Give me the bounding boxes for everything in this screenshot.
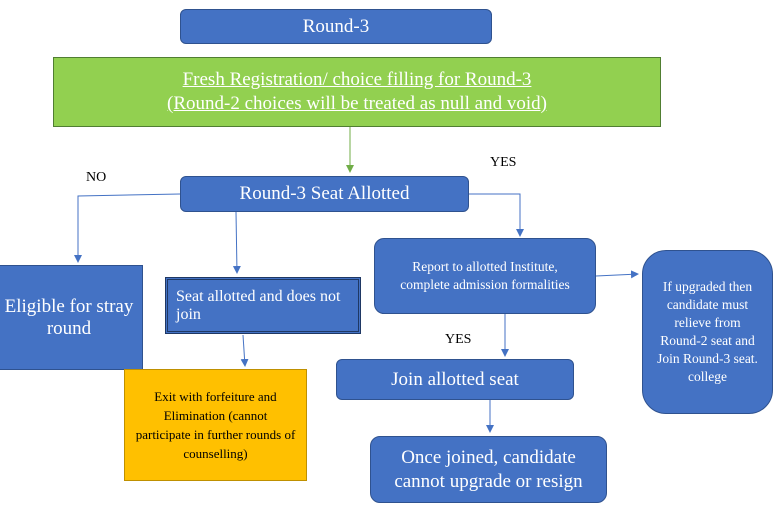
label-yes-allotted: YES [490,155,517,170]
arrow-no-to-stray [74,193,181,263]
arrow-yes-to-report [469,193,524,237]
arrow-not-join-to-exit [240,334,249,367]
stray-round-box: Eligible for stray round [0,265,143,370]
arrow-to-not-join [232,211,241,274]
join-seat-box: Join allotted seat [336,359,574,400]
label-no: NO [86,170,107,185]
round3-box: Round-3 [180,9,492,44]
fresh-line-1: Fresh Registration/ choice filling for R… [182,69,532,90]
seat-allotted-box: Round-3 Seat Allotted [180,176,469,212]
exit-box: Exit with forfeiture and Elimination (ca… [124,369,307,481]
report-box: Report to allotted Institute, complete a… [374,238,596,314]
upgraded-box: If upgraded then candidate must relieve … [642,250,773,414]
label-yes-report: YES [445,332,472,347]
once-joined-box: Once joined, candidate cannot upgrade or… [370,436,607,503]
arrow-report-to-upgraded [595,270,639,279]
fresh-registration-box: Fresh Registration/ choice filling for R… [53,57,661,127]
not-join-box: Seat allotted and does not join [165,277,361,334]
fresh-line-2: (Round-2 choices will be treated as null… [167,93,547,114]
